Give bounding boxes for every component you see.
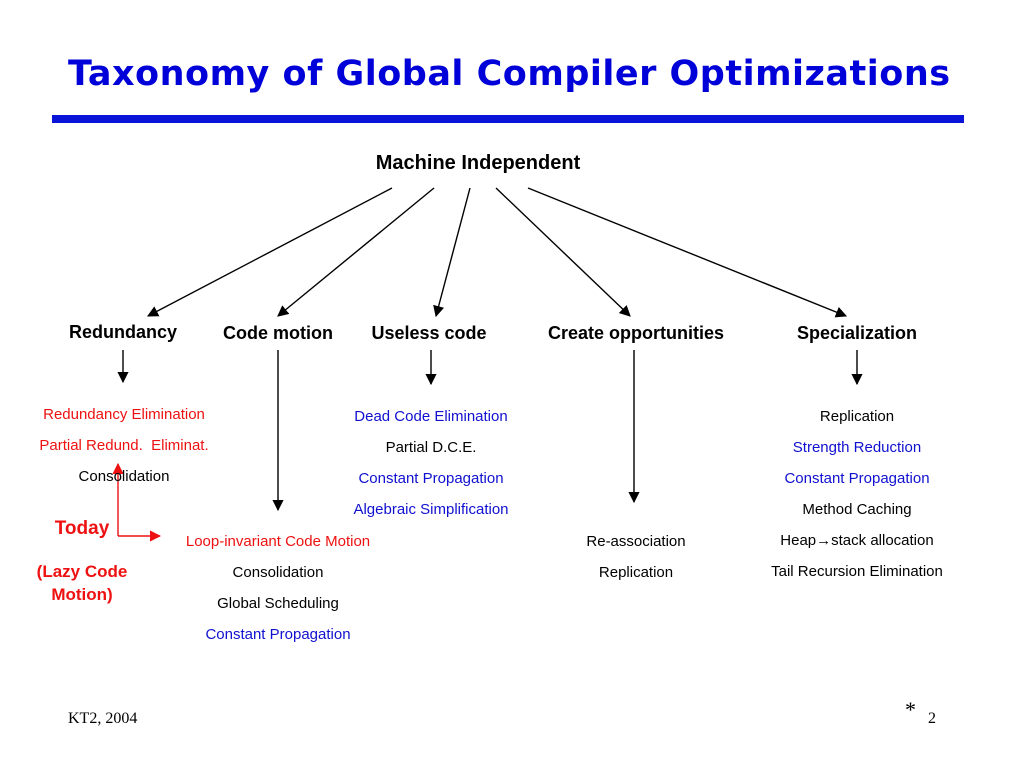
create-opportunities-list: Re-association Replication: [560, 526, 712, 588]
arrow-root-create-opportunities: [495, 187, 631, 317]
list-item: Partial D.C.E.: [385, 439, 477, 456]
page-title: Taxonomy of Global Compiler Optimization…: [68, 54, 951, 94]
list-item: Dead Code Elimination: [354, 408, 508, 425]
list-item: Loop-invariant Code Motion: [185, 533, 371, 550]
lazy-code-motion-label: (Lazy Code Motion): [36, 562, 128, 604]
list-item: Global Scheduling: [217, 595, 339, 612]
category-specialization: Specialization: [796, 323, 918, 343]
list-item: Replication: [598, 564, 674, 581]
list-item: Re-association: [586, 533, 686, 550]
list-item: Consolidation: [78, 468, 170, 485]
today-label: Today: [54, 518, 110, 539]
list-item: Method Caching: [802, 501, 912, 518]
category-useless-code: Useless code: [371, 323, 487, 343]
list-item: Constant Propagation: [205, 626, 351, 643]
list-item: Consolidation: [232, 564, 324, 581]
list-item: Algebraic Simplification: [353, 501, 509, 518]
arrow-root-useless-code: [433, 187, 471, 318]
page-number: 2: [928, 710, 936, 727]
code-motion-list: Loop-invariant Code Motion Consolidation…: [165, 526, 391, 650]
category-redundancy: Redundancy: [68, 322, 178, 342]
redundancy-list: Redundancy Elimination Partial Redund. E…: [18, 399, 230, 492]
footer-credit: KT2, 2004: [68, 710, 138, 727]
list-item: Constant Propagation: [358, 470, 504, 487]
root-node-machine-independent: Machine Independent: [375, 152, 581, 174]
arrow-root-code-motion: [277, 187, 435, 317]
footer-star: *: [905, 697, 916, 722]
useless-code-list: Dead Code Elimination Partial D.C.E. Con…: [330, 401, 532, 525]
arrow-root-redundancy: [147, 187, 393, 317]
category-code-motion: Code motion: [223, 323, 333, 343]
list-item: Heap→stack allocation: [780, 532, 934, 549]
list-item: Strength Reduction: [792, 439, 922, 456]
list-item: Partial Redund. Eliminat.: [39, 437, 209, 454]
category-create-opportunities: Create opportunities: [547, 323, 725, 343]
list-item: Constant Propagation: [784, 470, 930, 487]
arrow-root-specialization: [527, 187, 848, 318]
list-item: Replication: [819, 408, 895, 425]
list-item: Tail Recursion Elimination: [771, 563, 943, 580]
specialization-list: Replication Strength Reduction Constant …: [750, 401, 964, 587]
title-rule: [52, 115, 964, 123]
list-item: Redundancy Elimination: [43, 406, 205, 423]
